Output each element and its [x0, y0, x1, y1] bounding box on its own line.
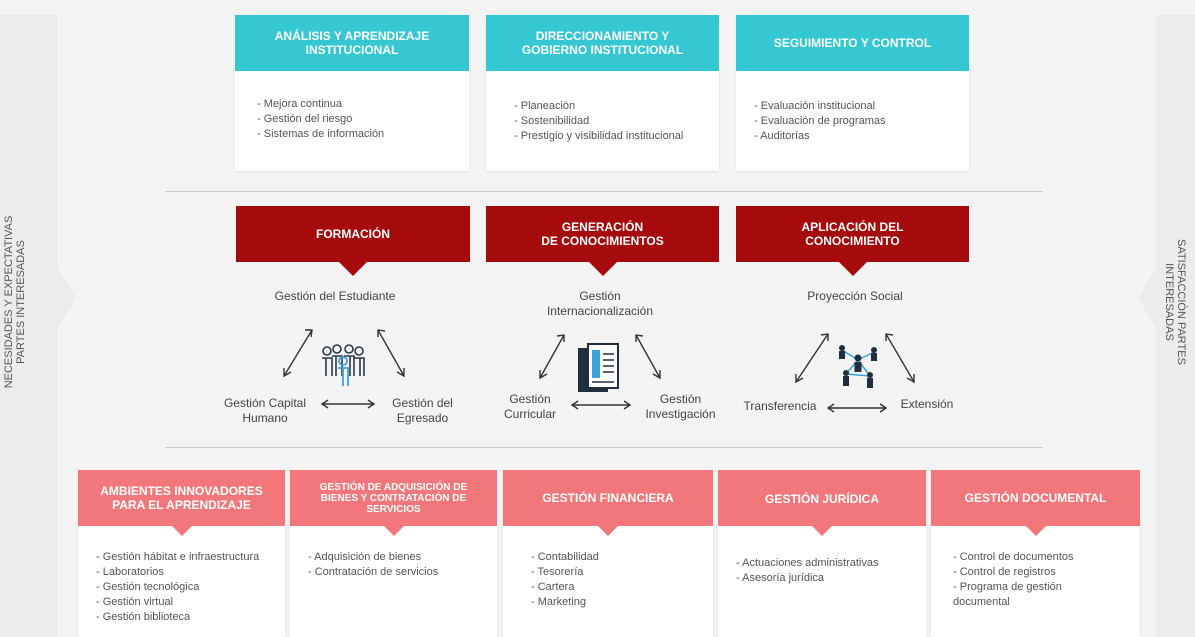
- cycle-formacion-arrows: [283, 329, 405, 409]
- bottom-card-documental: GESTIÓN DOCUMENTAL Control de documentos…: [931, 470, 1140, 637]
- top-card-title: DIRECCIONAMIENTO Y GOBIERNO INSTITUCIONA…: [486, 15, 719, 71]
- top-card-title-text: DIRECCIONAMIENTO Y GOBIERNO INSTITUCIONA…: [521, 29, 684, 57]
- bottom-card-title: GESTIÓN DE ADQUISICIÓN DE BIENES Y CONTR…: [290, 470, 497, 536]
- bottom-card-title: GESTIÓN JURÍDICA: [718, 470, 926, 536]
- people-group-icon: [322, 344, 365, 386]
- list-item: Adquisición de bienes: [308, 550, 438, 565]
- list-item: Contratación de servicios: [308, 565, 439, 580]
- list-item: Actuaciones administrativas: [736, 556, 878, 571]
- list-item: Evaluación institucional: [754, 99, 885, 114]
- top-card-title-text: SEGUIMIENTO Y CONTROL: [773, 36, 932, 50]
- list-item: Gestión virtual: [96, 595, 259, 610]
- left-side-label-line2: PARTES INTERESADAS: [15, 240, 27, 364]
- bottom-card-ambientes: AMBIENTES INNOVADORES PARA EL APRENDIZAJ…: [78, 470, 285, 637]
- cycle-generacion-left: Gestión Curricular: [503, 392, 556, 421]
- divider-top: [165, 191, 1043, 192]
- right-side-label-line1: SATISFACCIÓN PARTES: [1175, 239, 1187, 365]
- cycle-formacion-right: Gestión del Egresado: [392, 396, 453, 425]
- cycle-aplicacion-top: Proyección Social: [807, 289, 903, 303]
- network-people-icon: [839, 345, 877, 388]
- cycle-aplicacion-arrows: [795, 333, 915, 413]
- left-side-label-line1: NECESIDADES Y EXPECTATIVAS: [3, 215, 15, 389]
- list-item: Laboratorios: [96, 565, 259, 580]
- right-sidebar: [1156, 15, 1195, 637]
- list-item: Gestión biblioteca: [96, 610, 259, 625]
- list-item: Gestión tecnológica: [96, 580, 259, 595]
- bottom-card-title: AMBIENTES INNOVADORES PARA EL APRENDIZAJ…: [78, 470, 285, 536]
- top-card-analisis: ANÁLISIS Y APRENDIZAJE INSTITUCIONAL Mej…: [235, 15, 469, 171]
- bottom-card-juridica: GESTIÓN JURÍDICA Actuaciones administrat…: [718, 470, 926, 637]
- list-item: Auditorías: [754, 129, 885, 144]
- top-card-title: SEGUIMIENTO Y CONTROL: [736, 15, 969, 71]
- divider-bottom: [165, 447, 1043, 448]
- top-card-title: ANÁLISIS Y APRENDIZAJE INSTITUCIONAL: [235, 15, 469, 71]
- bottom-card-title: GESTIÓN DOCUMENTAL: [931, 470, 1140, 536]
- header-formacion: FORMACIÓN: [236, 206, 470, 276]
- header-formacion-line1: FORMACIÓN: [316, 227, 390, 241]
- left-arrow-shape: [58, 268, 76, 328]
- bottom-card-adquisicion: GESTIÓN DE ADQUISICIÓN DE BIENES Y CONTR…: [290, 470, 497, 637]
- header-aplicacion-line1: APLICACIÓN DEL: [801, 220, 904, 234]
- list-item: Asesoría jurídica: [736, 571, 878, 586]
- top-card-seguimiento: SEGUIMIENTO Y CONTROL Evaluación institu…: [736, 15, 969, 171]
- cycle-generacion-top: Gestión Internacionalización: [546, 289, 654, 318]
- top-card-title-text: ANÁLISIS Y APRENDIZAJE INSTITUCIONAL: [274, 29, 430, 57]
- list-item: Gestión del riesgo: [257, 112, 384, 127]
- list-item: Control de registros: [953, 565, 1113, 580]
- top-card-direccionamiento: DIRECCIONAMIENTO Y GOBIERNO INSTITUCIONA…: [486, 15, 719, 171]
- left-side-label: NECESIDADES Y EXPECTATIVAS PARTES INTERE…: [3, 212, 27, 392]
- list-item: Contabilidad: [531, 550, 599, 565]
- list-item: Cartera: [531, 580, 599, 595]
- header-aplicacion-line2: CONOCIMIENTO: [805, 234, 900, 248]
- list-item: Control de documentos: [953, 550, 1113, 565]
- bottom-card-title-text: GESTIÓN FINANCIERA: [542, 491, 674, 505]
- right-arrow-shape: [1138, 268, 1156, 328]
- cycle-formacion-top: Gestión del Estudiante: [274, 289, 396, 303]
- list-item: Marketing: [531, 595, 599, 610]
- right-side-label-line2: INTERESADAS: [1163, 263, 1175, 341]
- header-generacion-line2: DE CONOCIMIENTOS: [541, 234, 664, 248]
- bottom-card-title-text: GESTIÓN DE ADQUISICIÓN DE BIENES Y CONTR…: [319, 481, 468, 515]
- list-item: Planeación: [514, 99, 683, 114]
- list-item: Mejora continua: [257, 97, 384, 112]
- list-item: Sostenibilidad: [514, 114, 683, 129]
- bottom-card-title-text: AMBIENTES INNOVADORES PARA EL APRENDIZAJ…: [100, 484, 263, 512]
- bottom-card-title-text: GESTIÓN DOCUMENTAL: [964, 491, 1107, 505]
- list-item: Programa de gestión documental: [953, 580, 1113, 610]
- cycle-aplicacion-right: Extensión: [900, 397, 954, 411]
- header-generacion-line1: GENERACIÓN: [561, 220, 644, 234]
- bottom-card-title-text: GESTIÓN JURÍDICA: [764, 492, 879, 506]
- cycle-formacion-left: Gestión Capital Humano: [223, 396, 307, 425]
- list-item: Prestigio y visibilidad institucional: [514, 129, 684, 144]
- cycle-generacion-right: Gestión Investigación: [645, 392, 716, 421]
- list-item: Sistemas de información: [257, 127, 384, 142]
- documents-icon: [578, 343, 619, 392]
- bottom-card-financiera: GESTIÓN FINANCIERA Contabilidad Tesorerí…: [503, 470, 713, 637]
- list-item: Evaluación de programas: [754, 114, 886, 129]
- left-sidebar: [0, 15, 58, 637]
- list-item: Tesorería: [531, 565, 599, 580]
- cycle-aplicacion-left: Transferencia: [743, 399, 817, 413]
- right-side-label: SATISFACCIÓN PARTES INTERESADAS: [1163, 212, 1187, 392]
- cycle-generacion-arrows: [539, 334, 661, 410]
- bottom-card-title: GESTIÓN FINANCIERA: [503, 470, 713, 536]
- list-item: Gestión hábitat e infraestructura: [96, 550, 260, 565]
